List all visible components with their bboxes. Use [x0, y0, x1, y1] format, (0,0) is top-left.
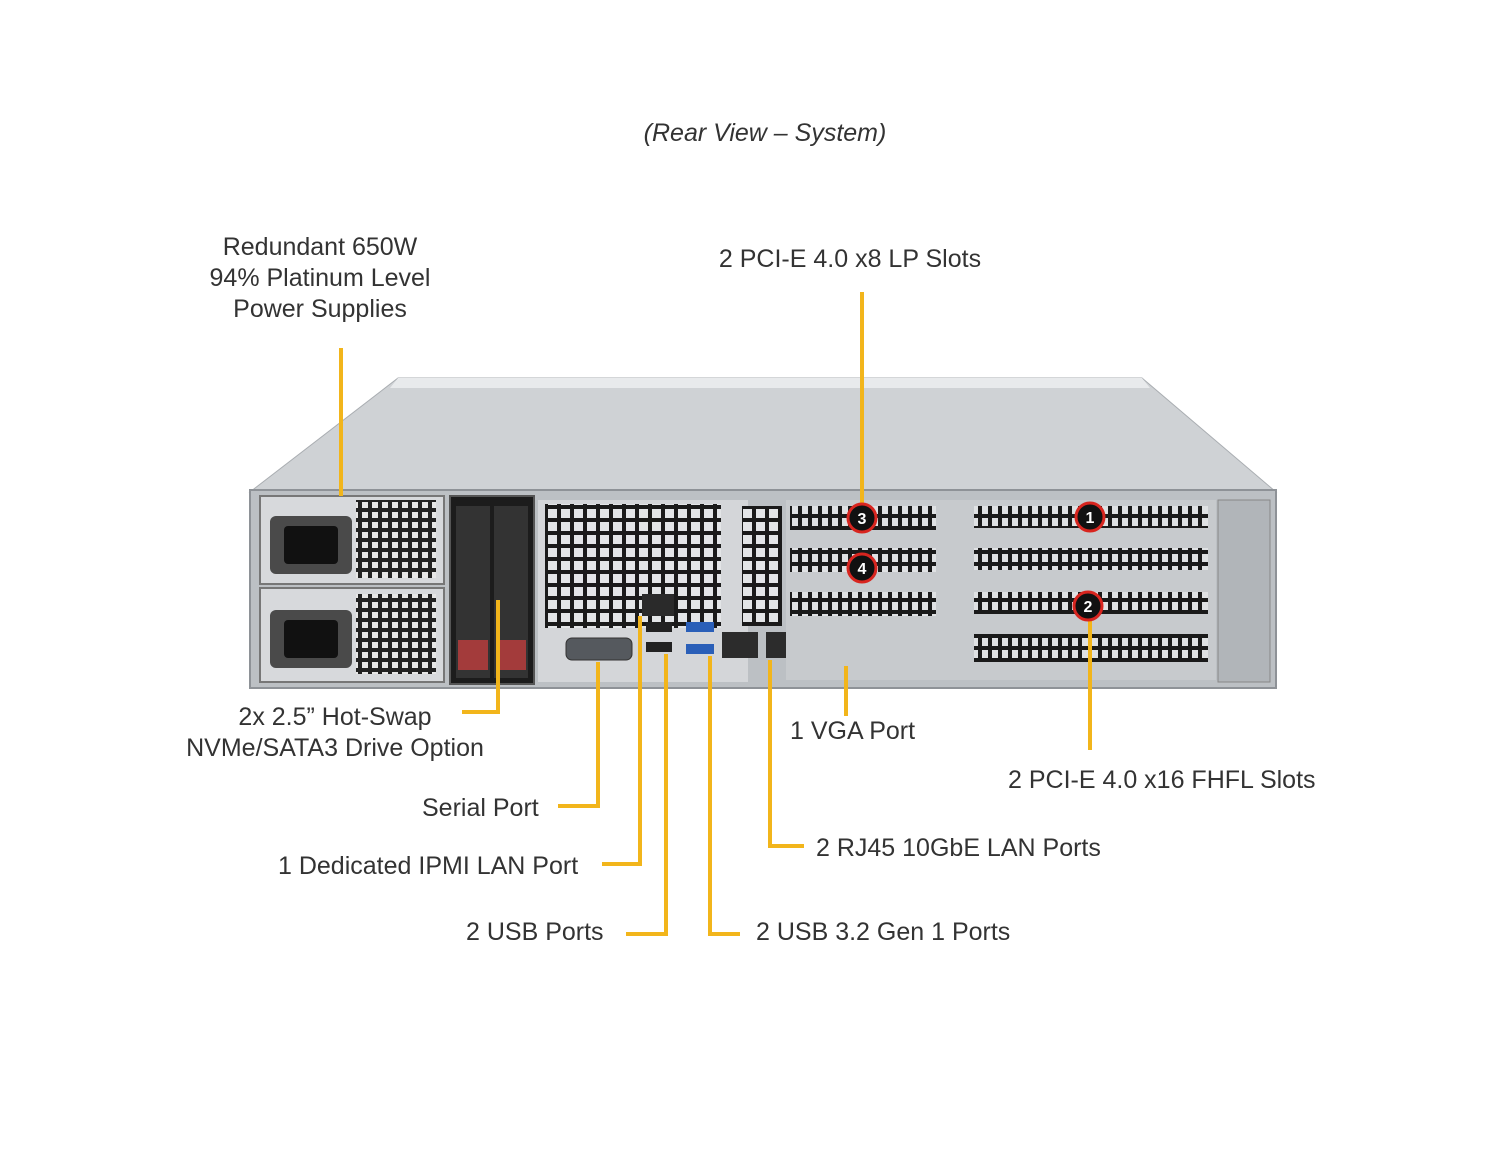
slot-badge-1-text: 1: [1086, 510, 1095, 527]
callout-serial: [558, 662, 600, 808]
usb-connector-1: [646, 622, 672, 632]
rj45-connector-1: [722, 632, 758, 658]
label-ipmi-port: 1 Dedicated IPMI LAN Port: [278, 852, 579, 880]
label-drive-line-2: NVMe/SATA3 Drive Option: [186, 734, 484, 762]
label-rj45-ports: 2 RJ45 10GbE LAN Ports: [816, 834, 1101, 862]
io-panel: [538, 500, 873, 682]
label-drive-option: 2x 2.5” Hot-Swap NVMe/SATA3 Drive Option: [160, 702, 510, 764]
power-supply-1: [259, 495, 445, 585]
slot-badge-4: 4: [846, 552, 878, 584]
label-lp-slots: 2 PCI-E 4.0 x8 LP Slots: [718, 245, 982, 273]
ipmi-lan-connector: [642, 594, 674, 616]
power-supply-2: [259, 587, 445, 683]
callout-usb32: [708, 656, 740, 936]
label-fhfl-slots: 2 PCI-E 4.0 x16 FHFL Slots: [1008, 766, 1316, 794]
label-usb32-ports: 2 USB 3.2 Gen 1 Ports: [756, 918, 1011, 946]
usb3-connector-1: [686, 622, 714, 632]
callout-lines: [339, 292, 1092, 936]
slot-badge-3-text: 3: [858, 511, 867, 528]
usb3-connector-2: [686, 644, 714, 654]
label-usb-ports: 2 USB Ports: [466, 918, 604, 946]
callout-rj45: [768, 660, 804, 848]
label-drive-line-1: 2x 2.5” Hot-Swap: [238, 703, 432, 731]
chassis-top-shade: [390, 378, 1150, 388]
label-power-supplies: Redundant 650W 94% Platinum Level Power …: [160, 232, 480, 325]
slot-badge-4-text: 4: [858, 561, 867, 578]
callout-usb: [626, 654, 668, 936]
label-power-supplies-line-1: Redundant 650W: [222, 233, 418, 261]
label-serial-port: Serial Port: [422, 794, 539, 822]
slot-badge-2: 2: [1072, 590, 1104, 622]
slot-badge-3: 3: [846, 502, 878, 534]
label-power-supplies-line-3: Power Supplies: [233, 295, 407, 323]
pcie-slots: [786, 499, 1271, 683]
usb-connector-2: [646, 642, 672, 652]
callout-ipmi: [602, 616, 642, 866]
label-power-supplies-line-2: 94% Platinum Level: [209, 264, 431, 292]
drive-bays: [449, 495, 535, 685]
label-vga-port: 1 VGA Port: [790, 717, 916, 745]
diagram-title: (Rear View – System): [643, 119, 887, 147]
serial-port-connector: [565, 637, 633, 661]
slot-badge-1: 1: [1074, 501, 1106, 533]
slot-badge-2-text: 2: [1084, 599, 1093, 616]
callout-drive: [462, 600, 500, 714]
chassis-top: [248, 377, 1278, 493]
